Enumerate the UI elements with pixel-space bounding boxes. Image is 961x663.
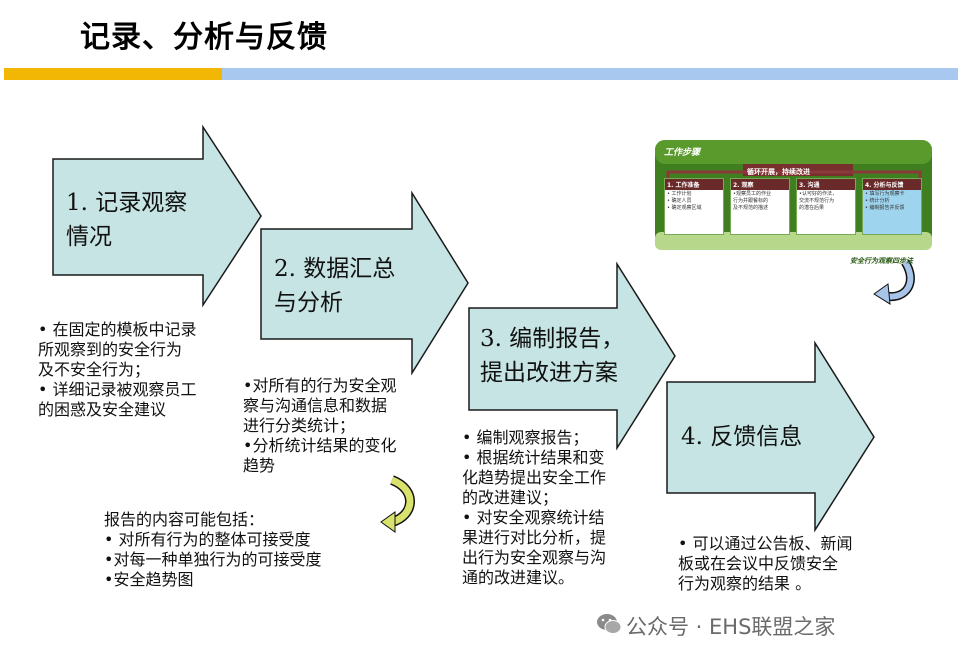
- mini-box-3: 3. 沟通 •认可好的作法，交流不规范行为的潜在后果: [796, 178, 856, 235]
- step-3-arrow: [468, 261, 676, 451]
- step-3-notes: • 编制观察报告；• 根据统计结果和变化趋势提出安全工作 的改进建议；• 对安全…: [462, 428, 607, 587]
- mini-diagram-subtitle: 循环开展，持续改进: [747, 168, 810, 176]
- wechat-icon: [597, 614, 622, 634]
- page-title: 记录、分析与反馈: [80, 20, 328, 55]
- title-underline-blue: [222, 68, 958, 80]
- curved-return-arrow-icon: [380, 475, 415, 533]
- step-4-notes: • 可以通过公告板、新闻板或在会议中反馈安全行为观察的结果 。: [678, 534, 853, 593]
- mini-diagram-title: 工作步骤: [664, 148, 701, 158]
- mini-box-2: 2. 观察 •观察员工的作业行为并跟餐标的及不规范的描述: [730, 178, 790, 235]
- report-contents-notes: 报告的内容可能包括：• 对所有行为的整体可接受度 •对每一种单独行为的可接受度•…: [104, 510, 322, 589]
- watermark-text: 公众号 · EHS联盟之家: [626, 615, 836, 639]
- step-3-label: 3. 编制报告，提出改进方案: [480, 326, 625, 386]
- mini-box-4: 4. 分析与反馈 • 填写行为观察卡• 统计分析• 编制报告并反馈: [862, 178, 922, 235]
- step-2-label: 2. 数据汇总与分析: [274, 256, 396, 316]
- mini-box-1: 1. 工作准备 • 工作计划• 确定人员• 确定观察区域: [664, 178, 724, 235]
- title-underline-yellow: [4, 68, 222, 80]
- mini-work-steps-diagram: [655, 140, 932, 250]
- curved-blue-arrow-icon: [873, 259, 915, 305]
- step-2-arrow: [260, 190, 469, 376]
- step-1-label: 1. 记录观察情况: [66, 190, 188, 250]
- step-4-arrow: [666, 340, 875, 533]
- step-2-notes: •对所有的行为安全观察与沟通信息和数据进行分类统计； •分析统计结果的变化趋势: [243, 376, 397, 475]
- step-1-arrow: [52, 124, 262, 308]
- step-1-notes: • 在固定的模板中记录所观察到的安全行为及不安全行为； • 详细记录被观察员工的…: [38, 320, 197, 419]
- step-4-label: 4. 反馈信息: [681, 424, 803, 450]
- mini-diagram-footer: 安全行为观察四步法: [850, 257, 913, 265]
